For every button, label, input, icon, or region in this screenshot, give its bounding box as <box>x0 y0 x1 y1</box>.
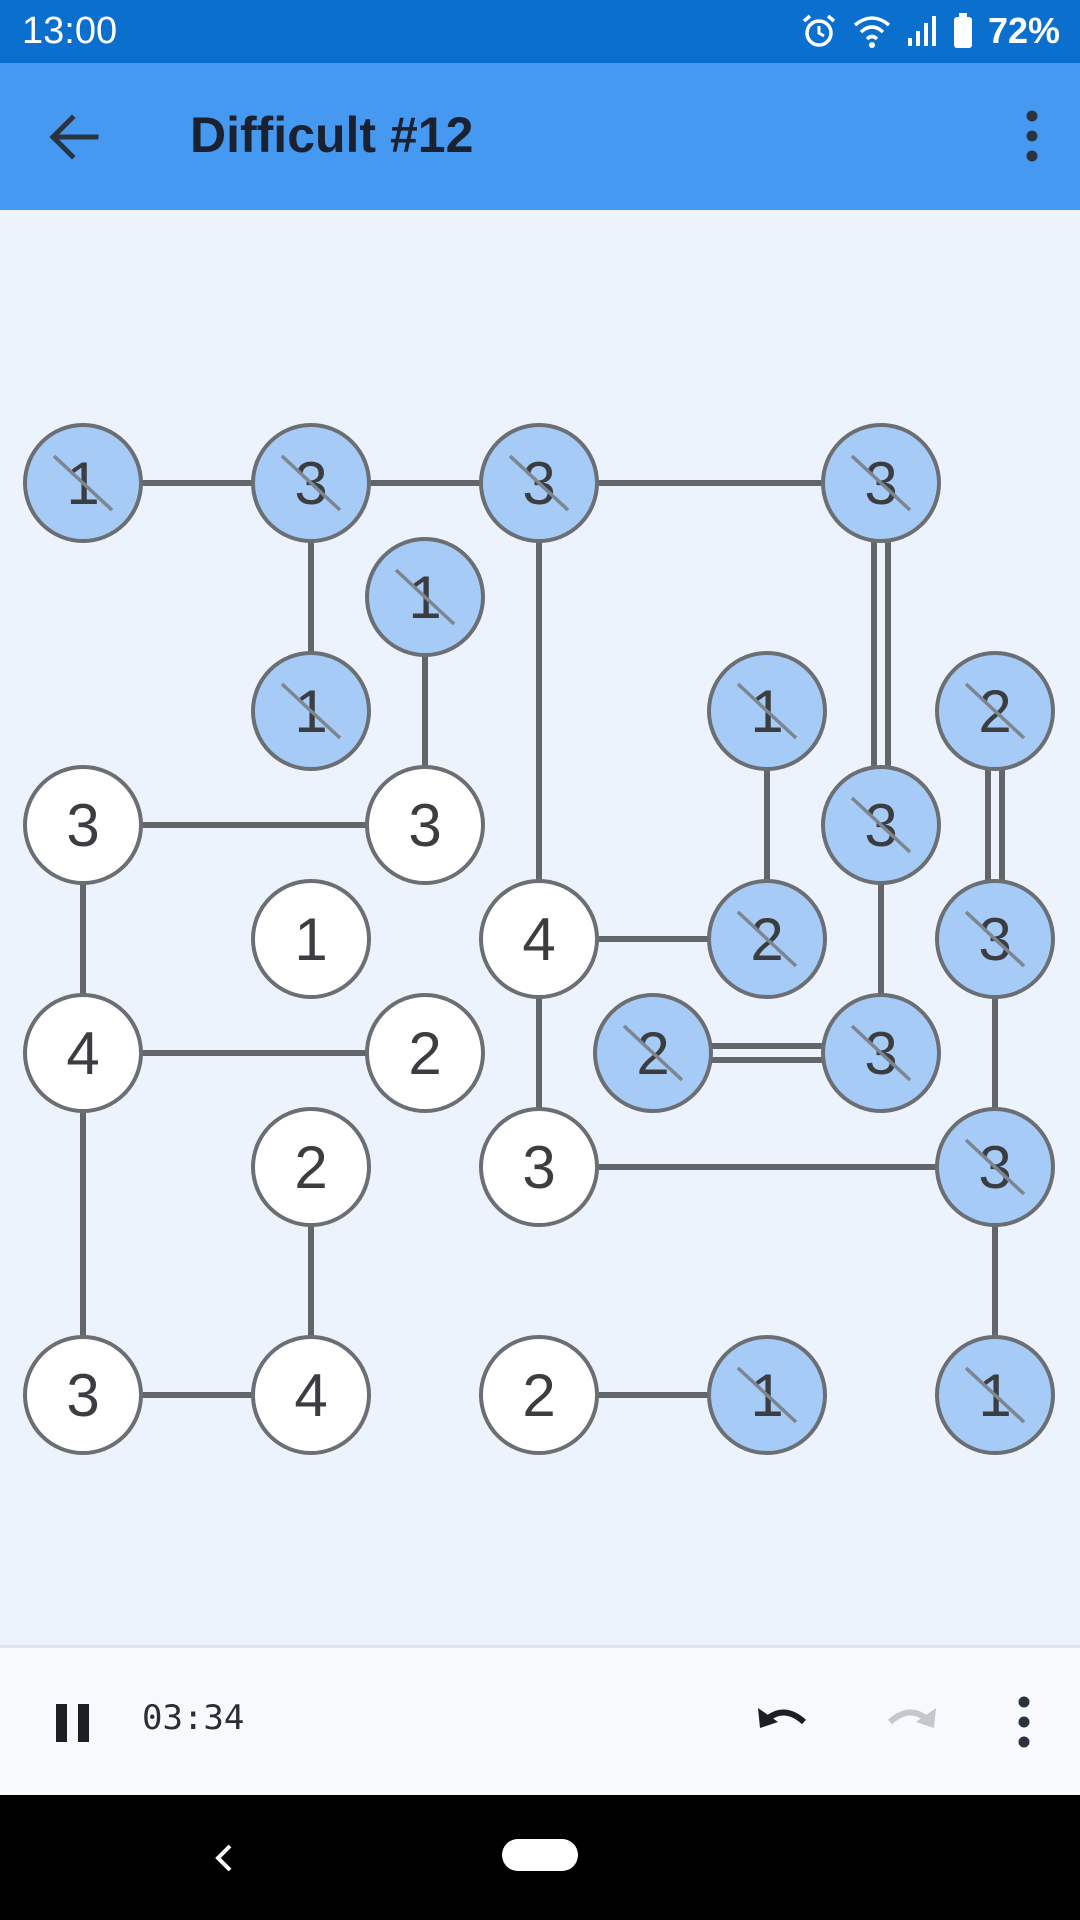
pause-button[interactable] <box>50 1698 98 1748</box>
home-pill-icon[interactable] <box>502 1839 578 1871</box>
island-z[interactable]: 1 <box>707 1335 827 1455</box>
page-title: Difficult #12 <box>190 107 474 163</box>
island-d[interactable]: 3 <box>821 423 941 543</box>
island-o[interactable]: 3 <box>935 879 1055 999</box>
island-a[interactable]: 1 <box>23 423 143 543</box>
app-bar: Difficult #12 <box>0 63 1080 210</box>
island-l[interactable]: 1 <box>251 879 371 999</box>
island-circle[interactable] <box>23 1335 143 1455</box>
island-number: 4 <box>66 1020 99 1087</box>
island-number: 3 <box>66 792 99 859</box>
elapsed-timer: 03:34 <box>142 1698 245 1738</box>
island-x[interactable]: 4 <box>251 1335 371 1455</box>
island-u[interactable]: 3 <box>479 1107 599 1227</box>
island-circle[interactable] <box>23 993 143 1113</box>
island-v[interactable]: 3 <box>935 1107 1055 1227</box>
undo-button[interactable] <box>752 1690 816 1754</box>
island-k[interactable]: 3 <box>821 765 941 885</box>
island-n[interactable]: 2 <box>707 879 827 999</box>
strike-mark <box>736 682 798 740</box>
island-j[interactable]: 3 <box>365 765 485 885</box>
more-options-button[interactable] <box>1004 1690 1044 1754</box>
island-circle[interactable] <box>251 1107 371 1227</box>
strike-mark <box>964 682 1026 740</box>
island-y[interactable]: 2 <box>479 1335 599 1455</box>
strike-mark <box>850 454 912 512</box>
island-t[interactable]: 2 <box>251 1107 371 1227</box>
status-time: 13:00 <box>22 10 118 52</box>
island-s[interactable]: 3 <box>821 993 941 1113</box>
bottom-toolbar: 03:34 <box>0 1645 1080 1798</box>
redo-button[interactable] <box>878 1690 942 1754</box>
island-number: 2 <box>294 1134 327 1201</box>
more-vert-icon <box>1018 1696 1030 1748</box>
island-p[interactable]: 4 <box>23 993 143 1113</box>
island-w[interactable]: 3 <box>23 1335 143 1455</box>
game-board: 133311123331423422323334211 <box>0 210 1080 1645</box>
strike-mark <box>964 1138 1026 1196</box>
island-number: 2 <box>522 1362 555 1429</box>
island-circle[interactable] <box>479 1107 599 1227</box>
island-number: 3 <box>522 1134 555 1201</box>
strike-mark <box>850 796 912 854</box>
island-i[interactable]: 3 <box>23 765 143 885</box>
island-r[interactable]: 2 <box>593 993 713 1113</box>
strike-mark <box>622 1024 684 1082</box>
island-q[interactable]: 2 <box>365 993 485 1113</box>
pause-icon <box>56 1704 89 1742</box>
status-bar: 13:00 72% <box>0 0 1080 63</box>
strike-mark <box>280 454 342 512</box>
island-circle[interactable] <box>365 993 485 1113</box>
strike-mark <box>736 1366 798 1424</box>
island-b[interactable]: 3 <box>251 423 371 543</box>
island-number: 3 <box>66 1362 99 1429</box>
strike-mark <box>508 454 570 512</box>
strike-mark <box>736 910 798 968</box>
island-f[interactable]: 1 <box>251 651 371 771</box>
island-g[interactable]: 1 <box>707 651 827 771</box>
puzzle-grid: 133311123331423422323334211 <box>23 423 1055 1455</box>
island-number: 4 <box>294 1362 327 1429</box>
island-circle[interactable] <box>251 1335 371 1455</box>
system-nav-bar <box>0 1795 1080 1920</box>
island-aa[interactable]: 1 <box>935 1335 1055 1455</box>
island-circle[interactable] <box>365 765 485 885</box>
island-e[interactable]: 1 <box>365 537 485 657</box>
strike-mark <box>394 568 456 626</box>
island-circle[interactable] <box>479 879 599 999</box>
alarm-icon <box>802 14 836 47</box>
island-number: 4 <box>522 906 555 973</box>
more-vert-icon <box>1026 110 1038 162</box>
island-circle[interactable] <box>479 1335 599 1455</box>
arrow-left-icon <box>49 114 99 160</box>
back-button[interactable] <box>40 103 108 171</box>
island-m[interactable]: 4 <box>479 879 599 999</box>
wifi-icon <box>853 16 891 48</box>
strike-mark <box>964 910 1026 968</box>
island-number: 1 <box>294 906 327 973</box>
strike-mark <box>850 1024 912 1082</box>
strike-mark <box>964 1366 1026 1424</box>
battery-icon <box>953 13 972 48</box>
island-c[interactable]: 3 <box>479 423 599 543</box>
undo-icon <box>758 1708 807 1728</box>
redo-icon <box>887 1708 936 1728</box>
nav-back-button[interactable] <box>200 1830 244 1886</box>
nav-back-icon <box>215 1844 232 1872</box>
island-number: 2 <box>408 1020 441 1087</box>
island-circle[interactable] <box>23 765 143 885</box>
island-number: 3 <box>408 792 441 859</box>
island-circle[interactable] <box>251 879 371 999</box>
signal-icon <box>907 16 936 46</box>
overflow-menu-button[interactable] <box>1002 101 1062 171</box>
status-icons: 72% <box>800 8 1060 54</box>
strike-mark <box>52 454 114 512</box>
island-h[interactable]: 2 <box>935 651 1055 771</box>
strike-mark <box>280 682 342 740</box>
battery-percent: 72% <box>987 10 1060 51</box>
